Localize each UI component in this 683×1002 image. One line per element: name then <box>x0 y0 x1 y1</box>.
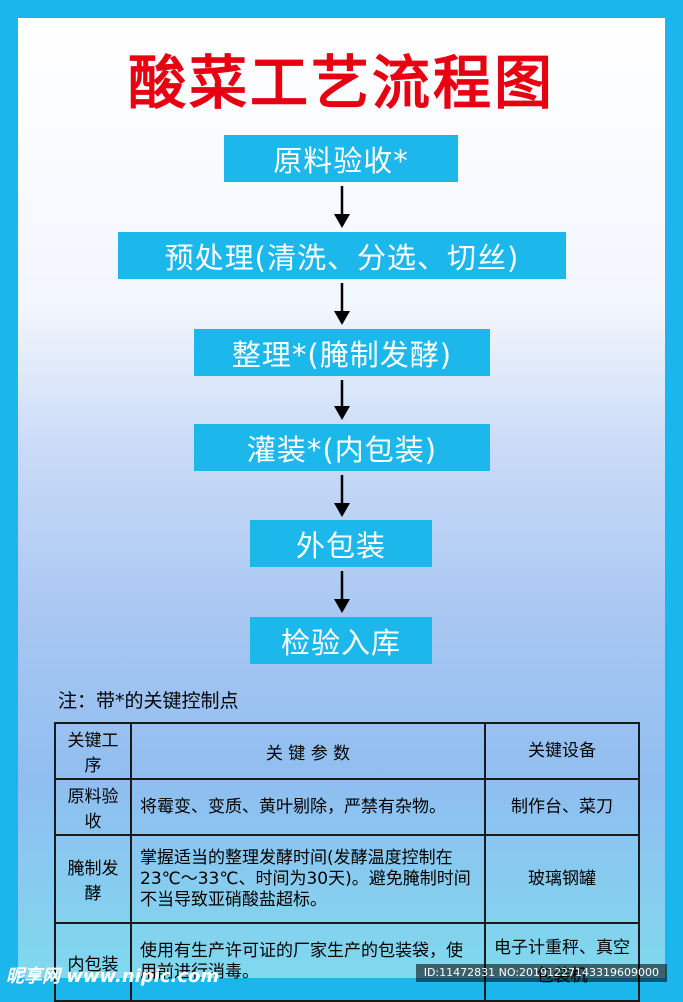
header-equipment: 关键设备 <box>484 722 640 780</box>
cell-params: 使用有生产许可证的厂家生产的包装袋，使用前进行消毒。 <box>130 922 486 1002</box>
cell-equipment: 制作台、菜刀 <box>484 778 640 836</box>
flow-step-outer-packing: 外包装 <box>250 520 432 567</box>
flow-arrow-2 <box>334 283 350 325</box>
key-control-table: 关键工序 关 键 参 数 关键设备 原料验收 将霉变、变质、黄叶剔除，严禁有杂物… <box>54 722 640 1002</box>
watermark-id: ID:11472831 NO:20191227143319609000 <box>415 964 667 982</box>
flow-arrow-4 <box>334 475 350 517</box>
table-header-row: 关键工序 关 键 参 数 关键设备 <box>54 722 640 780</box>
cell-process: 原料验收 <box>54 778 132 836</box>
flow-step-raw-material: 原料验收* <box>224 135 458 182</box>
table-row: 内包装 使用有生产许可证的厂家生产的包装袋，使用前进行消毒。 电子计重秤、真空包… <box>54 922 640 1002</box>
flow-arrow-3 <box>334 380 350 420</box>
table-row: 原料验收 将霉变、变质、黄叶剔除，严禁有杂物。 制作台、菜刀 <box>54 778 640 836</box>
header-params: 关 键 参 数 <box>130 722 486 780</box>
flow-step-pretreatment: 预处理(清洗、分选、切丝) <box>118 232 566 279</box>
cell-process: 腌制发酵 <box>54 834 132 924</box>
table-row: 腌制发酵 掌握适当的整理发酵时间(发酵温度控制在23℃～33℃、时间为30天)。… <box>54 834 640 924</box>
watermark-brand: 昵享网 www.nipic.com <box>6 966 220 987</box>
flow-step-filling: 灌装*(内包装) <box>194 424 490 471</box>
cell-process: 内包装 <box>54 922 132 1002</box>
ccp-note: 注：带*的关键控制点 <box>58 690 239 712</box>
diagram-title: 酸菜工艺流程图 <box>127 49 555 117</box>
cell-equipment: 玻璃钢罐 <box>484 834 640 924</box>
cell-equipment: 电子计重秤、真空包装机 <box>484 922 640 1002</box>
cell-params: 将霉变、变质、黄叶剔除，严禁有杂物。 <box>130 778 486 836</box>
header-process: 关键工序 <box>54 722 132 780</box>
flow-step-inspection-storage: 检验入库 <box>250 617 432 664</box>
cell-params: 掌握适当的整理发酵时间(发酵温度控制在23℃～33℃、时间为30天)。避免腌制时… <box>130 834 486 924</box>
flow-step-fermentation: 整理*(腌制发酵) <box>194 329 490 376</box>
flow-arrow-1 <box>334 186 350 228</box>
flow-arrow-5 <box>334 571 350 613</box>
